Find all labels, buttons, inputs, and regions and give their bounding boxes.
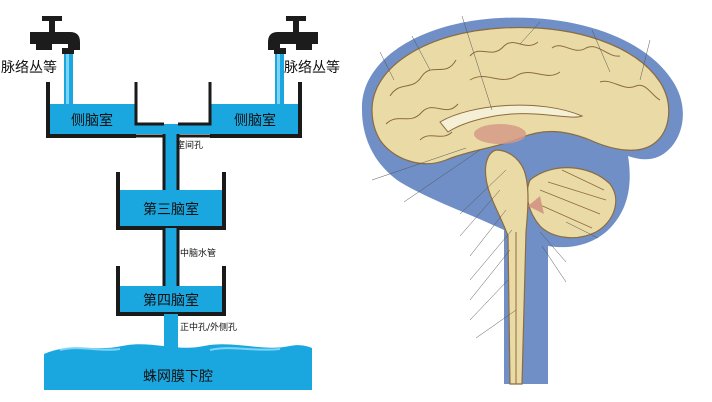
faucet-right-icon <box>268 16 318 54</box>
interventricular-foramen-pipe: 室间孔 <box>134 82 212 192</box>
apertures-label: 正中孔/外侧孔 <box>180 321 237 333</box>
choroid-plexus-label-right: 脉络丛等 <box>284 59 340 76</box>
choroid-plexus-label-left: 脉络丛等 <box>1 59 57 76</box>
median-lateral-apertures: 正中孔/外侧孔 <box>164 314 237 354</box>
subarachnoid-label: 蛛网膜下腔 <box>143 369 213 385</box>
brain-sagittal-illustration <box>361 15 683 385</box>
foramen-label: 室间孔 <box>176 139 203 151</box>
fourth-ventricle-label: 第四脑室 <box>143 292 199 309</box>
third-ventricle: 第三脑室 <box>116 172 226 230</box>
gyri-pattern <box>385 41 661 141</box>
lateral-ventricle-left: 侧脑室 <box>46 82 136 138</box>
leader-lines <box>371 15 651 339</box>
lateral-ventricle-right-label: 侧脑室 <box>234 112 276 129</box>
lateral-ventricle-left-label: 侧脑室 <box>71 112 113 129</box>
lateral-ventricle-right: 侧脑室 <box>210 82 302 138</box>
cerebral-aqueduct: 中脑水管 <box>162 228 216 292</box>
faucet-left-icon <box>30 16 80 54</box>
subarachnoid-space: 蛛网膜下腔 <box>44 344 312 390</box>
third-ventricle-label: 第三脑室 <box>143 201 199 218</box>
aqueduct-label: 中脑水管 <box>180 247 216 259</box>
csf-flow-schematic: 脉络丛等 脉络丛等 侧脑室 侧脑室 室间孔 <box>1 16 340 390</box>
